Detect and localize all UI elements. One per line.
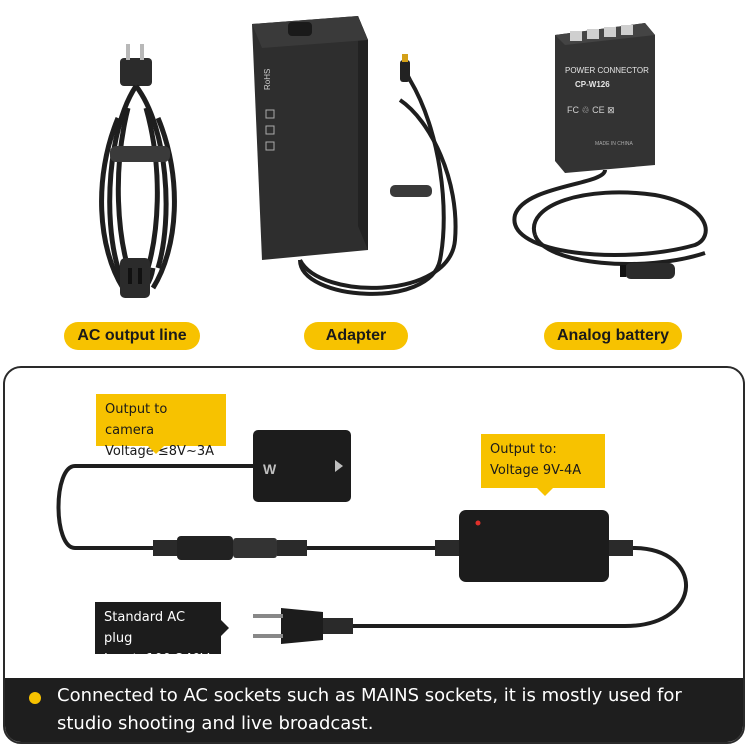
cable-strap-adapter — [390, 185, 432, 197]
adapter-led-indicator — [475, 520, 481, 526]
analog-battery-label: Analog battery — [544, 322, 682, 350]
rohs-mark: RoHS — [263, 69, 272, 90]
ac-plug-callout: Standard AC plug Input: 100-240V — [95, 602, 229, 667]
analog-battery-label-text: Analog battery — [556, 327, 669, 344]
battery-arrow-icon — [335, 460, 343, 472]
connection-diagram: W Output to camera Voltage ≤8V~3A Output… — [3, 366, 745, 744]
plug-callout-line2: Input: 100-240V — [104, 652, 210, 667]
plug-prong-top — [253, 614, 283, 618]
battery-model-text: CP-W126 — [575, 80, 610, 89]
dc-plug-tip — [402, 54, 408, 62]
ac-output-line-label-text: AC output line — [77, 327, 187, 344]
callout-pointer — [221, 620, 229, 636]
adapter-label-text: Adapter — [325, 327, 387, 344]
battery-body — [555, 23, 655, 173]
usage-note-text: Connected to AC sockets such as MAINS so… — [57, 685, 682, 734]
bullet-dot-icon — [29, 692, 41, 704]
adapter-image: RoHS — [240, 10, 470, 310]
plug-prong-left — [126, 44, 130, 60]
mains-cable — [351, 546, 688, 628]
battery-brand-text: POWER CONNECTOR — [565, 66, 649, 75]
adapter-callout-line2: Voltage 9V-4A — [490, 463, 582, 478]
adapter-label: Adapter — [304, 322, 408, 350]
battery-w-mark: W — [263, 461, 277, 477]
usage-note-bar: Connected to AC sockets such as MAINS so… — [5, 678, 743, 742]
diagram-dummy-battery — [253, 430, 351, 502]
barrel-connector-female — [233, 538, 277, 558]
barrel-connector-male — [177, 536, 233, 560]
battery-cable — [512, 169, 708, 266]
ac-inlet — [288, 22, 312, 36]
battery-cert-marks: FC ♲ CE ⊠ — [567, 105, 615, 115]
wiring-illustration: W — [56, 430, 688, 644]
callout-pointer — [148, 446, 164, 454]
diagram-adapter-brick — [459, 510, 609, 582]
adapter-callout-line1: Output to: — [490, 442, 557, 457]
cable-strap — [110, 146, 170, 162]
plug-prong-bottom — [253, 634, 283, 638]
adapter-brick-face — [252, 16, 368, 260]
ac-cord-illustration — [99, 44, 177, 298]
plug-prong-right — [140, 44, 144, 60]
ac-output-line-image — [88, 18, 198, 308]
camera-callout-line1: Output to camera — [105, 402, 168, 438]
adapter-output-callout: Output to: Voltage 9V-4A — [481, 434, 605, 496]
analog-battery-image: POWER CONNECTOR CP-W126 FC ♲ CE ⊠ MADE I… — [505, 15, 720, 305]
connector-ridges-right — [277, 540, 307, 556]
connector-ridges-left — [153, 540, 177, 556]
c7-connector — [120, 258, 150, 298]
us-ac-plug — [281, 608, 323, 644]
camera-output-callout: Output to camera Voltage ≤8V~3A — [96, 394, 226, 459]
plug-callout-line1: Standard AC plug — [104, 610, 186, 646]
ac-output-line-label: AC output line — [64, 322, 200, 350]
plug-body — [120, 58, 152, 86]
dummy-battery-illustration: POWER CONNECTOR CP-W126 FC ♲ CE ⊠ MADE I… — [512, 23, 708, 279]
callout-pointer — [537, 488, 553, 496]
camera-cable — [56, 464, 253, 550]
battery-made-in: MADE IN CHINA — [595, 141, 633, 147]
dc-plug — [400, 60, 410, 82]
dc-socket-end — [625, 263, 675, 279]
adapter-illustration: RoHS — [252, 16, 458, 296]
battery-contacts — [570, 25, 633, 41]
